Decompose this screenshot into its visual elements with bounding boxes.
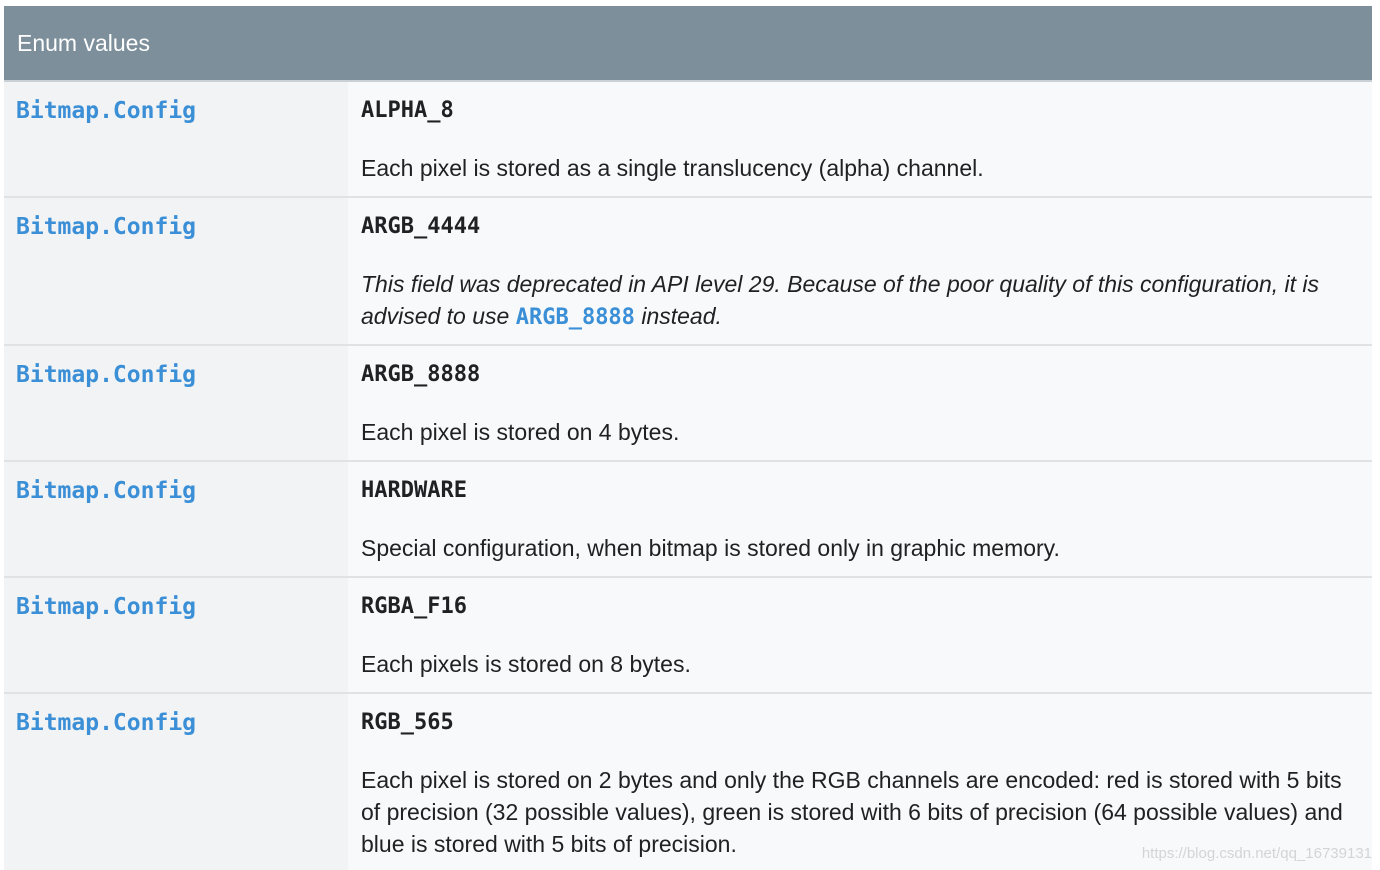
table-row: Bitmap.Config HARDWARE Special configura…: [4, 462, 1372, 578]
description-cell: ARGB_8888 Each pixel is stored on 4 byte…: [348, 346, 1372, 460]
constant-description: Each pixel is stored on 2 bytes and only…: [361, 767, 1343, 857]
constant-name: HARDWARE: [361, 478, 467, 503]
description-cell: ALPHA_8 Each pixel is stored as a single…: [348, 82, 1372, 196]
constant-name: ARGB_8888: [361, 362, 481, 387]
constant-name: RGBA_F16: [361, 594, 467, 619]
type-link[interactable]: Bitmap.Config: [16, 214, 197, 240]
type-cell: Bitmap.Config: [4, 694, 348, 870]
constant-name: ALPHA_8: [361, 98, 454, 123]
watermark: https://blog.csdn.net/qq_16739131: [1141, 845, 1372, 862]
enum-values-table: Enum values Bitmap.Config ALPHA_8 Each p…: [4, 6, 1372, 870]
constant-name: ARGB_4444: [361, 214, 481, 239]
description-cell: RGBA_F16 Each pixels is stored on 8 byte…: [348, 578, 1372, 692]
constant-description: Each pixel is stored as a single translu…: [361, 155, 984, 181]
constant-description: Special configuration, when bitmap is st…: [361, 535, 1060, 561]
type-link[interactable]: Bitmap.Config: [16, 710, 197, 736]
type-link[interactable]: Bitmap.Config: [16, 362, 197, 388]
deprecation-notice: This field was deprecated in API level 2…: [361, 268, 1344, 334]
description-cell: RGB_565 Each pixel is stored on 2 bytes …: [348, 694, 1372, 870]
type-cell: Bitmap.Config: [4, 198, 348, 344]
type-cell: Bitmap.Config: [4, 82, 348, 196]
table-row: Bitmap.Config RGBA_F16 Each pixels is st…: [4, 578, 1372, 694]
type-cell: Bitmap.Config: [4, 462, 348, 576]
type-link[interactable]: Bitmap.Config: [16, 98, 197, 124]
type-link[interactable]: Bitmap.Config: [16, 594, 197, 620]
constant-description: Each pixel is stored on 4 bytes.: [361, 419, 680, 445]
constant-name: RGB_565: [361, 710, 454, 735]
description-cell: HARDWARE Special configuration, when bit…: [348, 462, 1372, 576]
deprecation-suffix: instead.: [634, 303, 722, 329]
type-cell: Bitmap.Config: [4, 346, 348, 460]
type-link[interactable]: Bitmap.Config: [16, 478, 197, 504]
table-row: Bitmap.Config ARGB_8888 Each pixel is st…: [4, 346, 1372, 462]
type-cell: Bitmap.Config: [4, 578, 348, 692]
constant-description: Each pixels is stored on 8 bytes.: [361, 651, 691, 677]
table-row: Bitmap.Config ARGB_4444 This field was d…: [4, 198, 1372, 346]
table-header: Enum values: [4, 6, 1372, 82]
table-row: Bitmap.Config RGB_565 Each pixel is stor…: [4, 694, 1372, 870]
deprecation-text: This field was deprecated in API level 2…: [361, 271, 1320, 329]
argb-8888-link[interactable]: ARGB_8888: [515, 305, 635, 330]
description-cell: ARGB_4444 This field was deprecated in A…: [348, 198, 1372, 344]
table-row: Bitmap.Config ALPHA_8 Each pixel is stor…: [4, 82, 1372, 198]
